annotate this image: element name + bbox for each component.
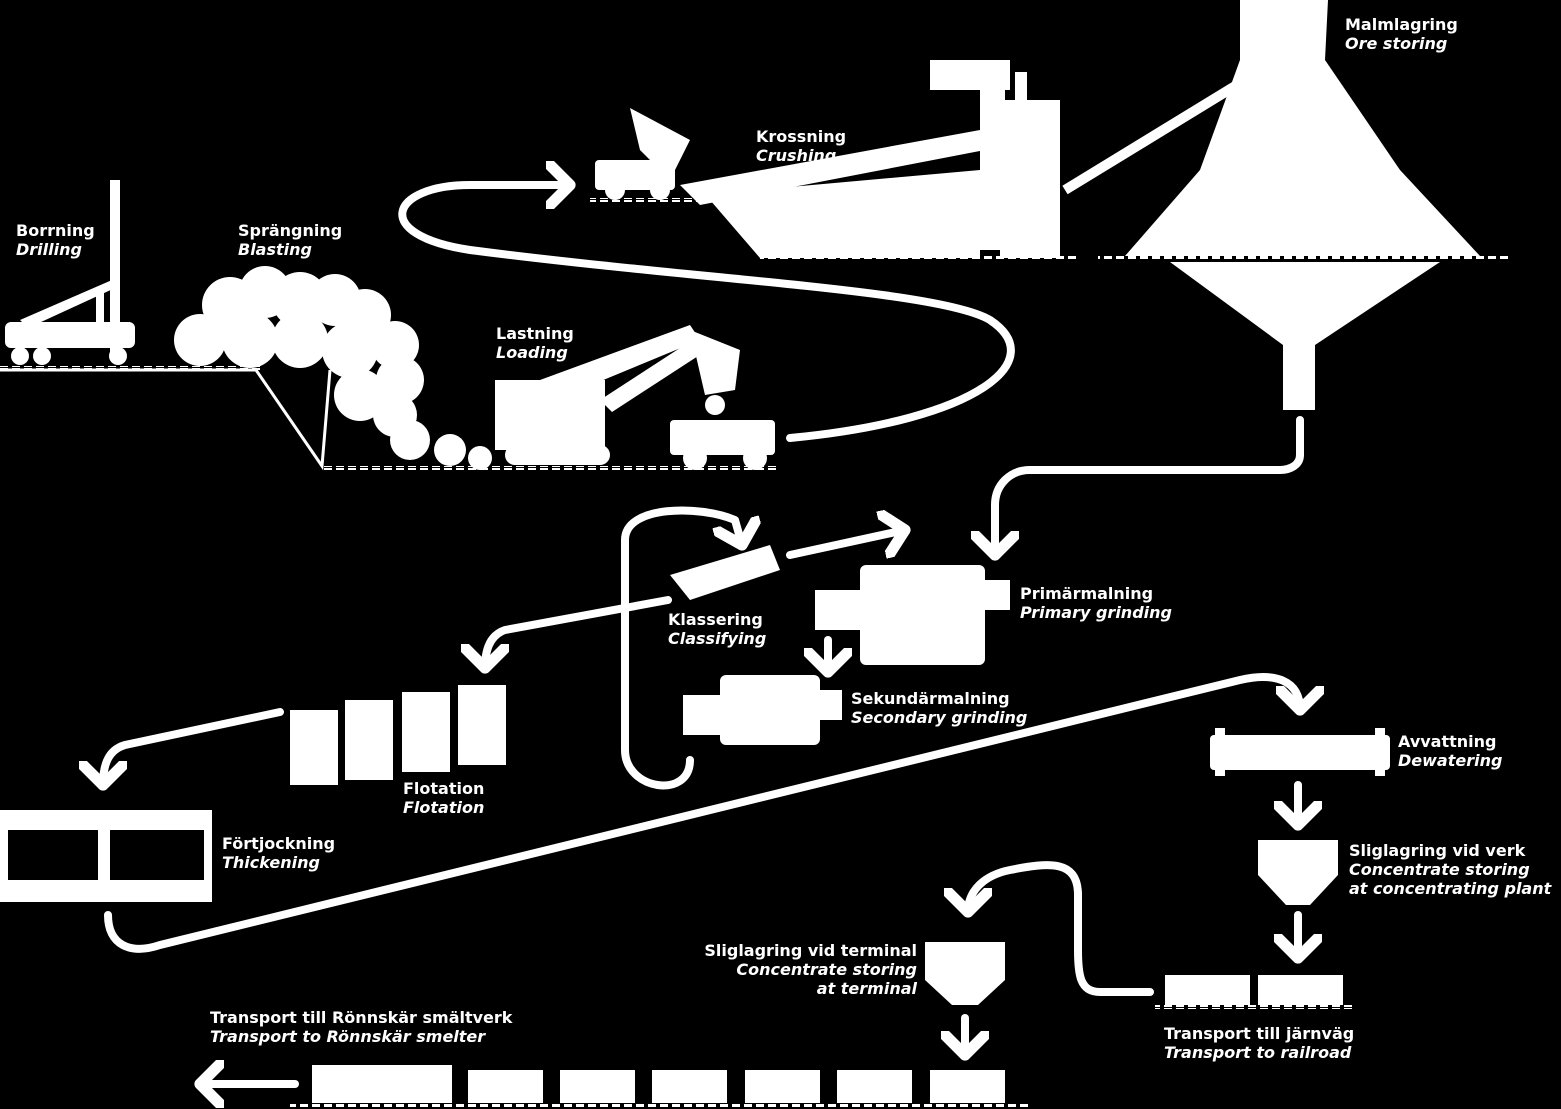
label-loading: Lastning Loading	[496, 324, 574, 362]
label-secondary: Sekundärmalning Secondary grinding	[851, 689, 1027, 727]
label-loading-sv: Lastning	[496, 324, 574, 343]
label-to-smelter-sv: Transport till Rönnskär smältverk	[210, 1008, 513, 1027]
arrow-truck-to-terminal	[968, 861, 1154, 996]
label-to-railroad: Transport till järnväg Transport to rail…	[1164, 1024, 1354, 1062]
label-secondary-sv: Sekundärmalning	[851, 689, 1010, 708]
label-crushing-sv: Krossning	[756, 127, 847, 146]
arrow-classifying-loop	[621, 506, 742, 790]
label-thickening: Förtjockning Thickening	[222, 834, 335, 872]
primary-mill-icon	[815, 565, 1010, 665]
arrow-silo-to-primary	[995, 416, 1304, 555]
ore-silo-icon	[1125, 0, 1480, 410]
label-to-smelter: Transport till Rönnskär smältverk Transp…	[210, 1008, 512, 1046]
label-blasting-en: Blasting	[238, 240, 312, 259]
conveyor-to-silo	[1062, 75, 1248, 195]
label-conc-terminal: Sliglagring vid terminal Concentrate sto…	[704, 941, 917, 998]
label-crushing-en: Crushing	[756, 146, 837, 165]
label-flotation-en: Flotation	[403, 798, 485, 817]
arrow-thickening-to-dewatering	[104, 673, 1300, 953]
arrow-flotation-to-thickening	[103, 708, 284, 785]
label-dewatering-sv: Avvattning	[1398, 732, 1497, 751]
label-primary: Primärmalning Primary grinding	[1020, 584, 1172, 622]
label-ore-storing-en: Ore storing	[1345, 34, 1448, 53]
drilling-rig-icon	[5, 180, 135, 365]
thickener-icon	[0, 810, 212, 902]
classifier-icon	[670, 545, 780, 600]
excavator-icon	[495, 325, 740, 465]
label-conc-plant-en: Concentrate storing	[1349, 860, 1530, 879]
label-to-railroad-sv: Transport till järnväg	[1164, 1024, 1355, 1043]
label-flotation: Flotation Flotation	[403, 779, 484, 817]
crusher-icon	[680, 60, 1060, 258]
label-conc-plant-sv: Sliglagring vid verk	[1349, 841, 1526, 860]
label-conc-terminal-sv: Sliglagring vid terminal	[704, 941, 917, 960]
label-classifying-en: Classifying	[668, 629, 767, 648]
label-secondary-en: Secondary grinding	[851, 708, 1028, 727]
label-dewatering: Avvattning Dewatering	[1398, 732, 1502, 770]
label-ore-storing: Malmlagring Ore storing	[1345, 15, 1458, 53]
label-crushing: Krossning Crushing	[756, 127, 846, 165]
label-drilling-en: Drilling	[16, 240, 82, 259]
label-conc-terminal-en2: at terminal	[816, 979, 917, 998]
secondary-mill-icon	[683, 675, 842, 745]
filter-icon	[1210, 728, 1390, 776]
arrow-classifying-to-flotation	[485, 596, 672, 668]
arrow-loading-to-crushing	[398, 185, 1015, 442]
label-primary-en: Primary grinding	[1020, 603, 1172, 622]
flow-arrows	[103, 185, 1300, 1084]
open-pit	[0, 368, 332, 471]
train-icon	[312, 1065, 1005, 1103]
plant-bin-icon	[1258, 840, 1338, 905]
haul-truck-icon	[670, 395, 775, 470]
blast-cloud-icon	[174, 266, 492, 470]
label-conc-terminal-en: Concentrate storing	[736, 960, 917, 979]
road-truck-icon	[1165, 975, 1343, 1005]
label-primary-sv: Primärmalning	[1020, 584, 1154, 603]
label-loading-en: Loading	[496, 343, 568, 362]
label-drilling-sv: Borrning	[16, 221, 95, 240]
label-to-railroad-en: Transport to railroad	[1164, 1043, 1352, 1062]
label-thickening-en: Thickening	[222, 853, 320, 872]
label-dewatering-en: Dewatering	[1398, 751, 1503, 770]
dump-truck-icon	[595, 108, 690, 200]
label-drilling: Borrning Drilling	[16, 221, 95, 259]
label-ore-storing-sv: Malmlagring	[1345, 15, 1458, 34]
label-blasting: Sprängning Blasting	[238, 221, 342, 259]
label-conc-plant: Sliglagring vid verk Concentrate storing…	[1349, 841, 1551, 898]
label-thickening-sv: Förtjockning	[222, 834, 336, 853]
label-to-smelter-en: Transport to Rönnskär smelter	[210, 1027, 486, 1046]
label-classifying-sv: Klassering	[668, 610, 763, 629]
label-classifying: Klassering Classifying	[668, 610, 766, 648]
label-blasting-sv: Sprängning	[238, 221, 343, 240]
label-flotation-sv: Flotation	[403, 779, 485, 798]
terminal-bin-icon	[925, 942, 1005, 1005]
arrow-to-primary	[786, 530, 905, 559]
flotation-cells-icon	[290, 685, 506, 785]
label-conc-plant-en2: at concentrating plant	[1349, 879, 1552, 898]
